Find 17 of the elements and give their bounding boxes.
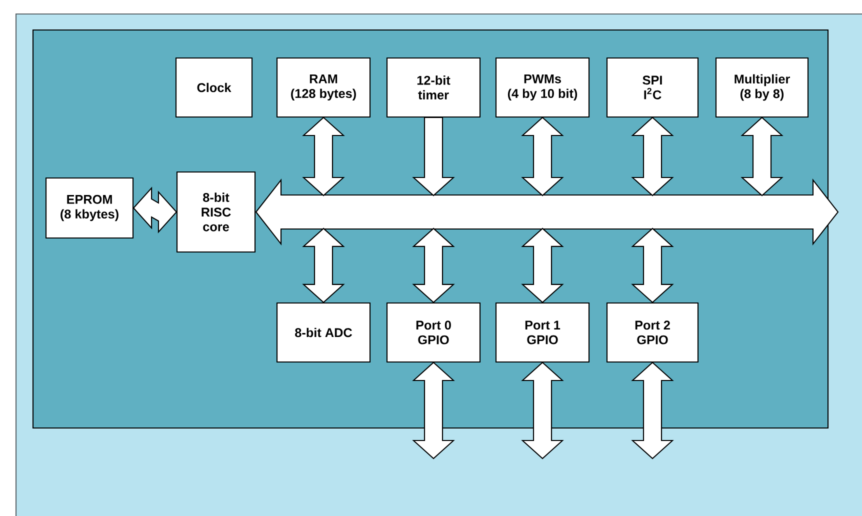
block-box: PWMs (4 by 10 bit) (495, 57, 590, 118)
block-box: 8-bit ADC (276, 302, 371, 363)
block-arrow (412, 228, 455, 304)
block-box: Multiplier (8 by 8) (715, 57, 809, 118)
block-box: SPI I$^{2}$C (606, 57, 699, 118)
block-arrow (412, 117, 455, 196)
block-box: 12-bit timer (386, 57, 481, 118)
block-box: RAM (128 bytes) (276, 57, 371, 118)
block-box: EPROM (8 kbytes) (45, 177, 134, 239)
block-arrow (631, 228, 674, 304)
block-box: Clock (175, 57, 253, 118)
block-arrow (521, 228, 564, 304)
block-box: Port 0 GPIO (386, 302, 481, 363)
block-box: 8-bit RISC core (176, 171, 256, 253)
block-box: Port 2 GPIO (606, 302, 699, 363)
block-arrow (302, 228, 345, 304)
block-box: Port 1 GPIO (495, 302, 590, 363)
